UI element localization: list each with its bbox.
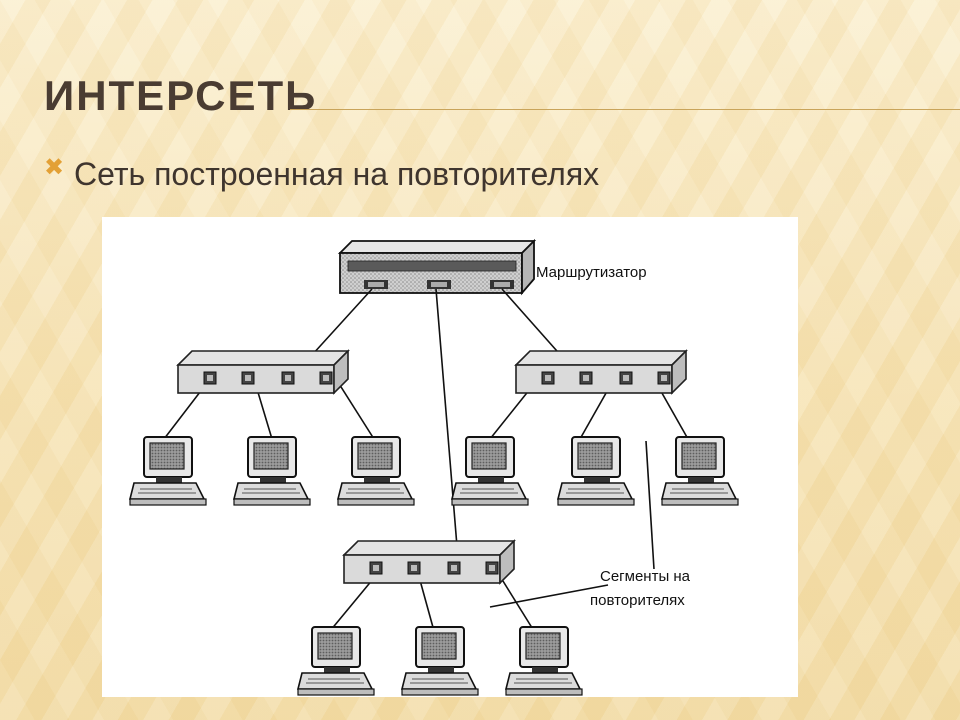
segments-label-line2: повторителях: [590, 592, 685, 609]
router-label: Маршрутизатор: [536, 264, 647, 281]
network-diagram: Маршрутизатор: [102, 217, 798, 697]
computer: [297, 626, 375, 696]
segments-label-line1: Сегменты на: [600, 568, 691, 585]
computer: [505, 626, 583, 696]
repeater-hub-right: [515, 350, 687, 394]
computer: [129, 436, 207, 506]
computer: [661, 436, 739, 506]
bullet-item: ✖ Сеть построенная на повторителях: [44, 154, 600, 193]
computer: [451, 436, 529, 506]
repeater-hub-left: [177, 350, 349, 394]
bullet-text: Сеть построенная на повторителях: [74, 156, 600, 192]
router: [337, 238, 537, 296]
computer: [401, 626, 479, 696]
computer: [337, 436, 415, 506]
computer: [557, 436, 635, 506]
slide-title: ИНТЕРСЕТЬ: [44, 72, 318, 119]
computer: [233, 436, 311, 506]
title-divider: [290, 109, 960, 110]
x-mark-icon: ✖: [44, 154, 65, 181]
repeater-hub-bottom: [343, 540, 515, 584]
